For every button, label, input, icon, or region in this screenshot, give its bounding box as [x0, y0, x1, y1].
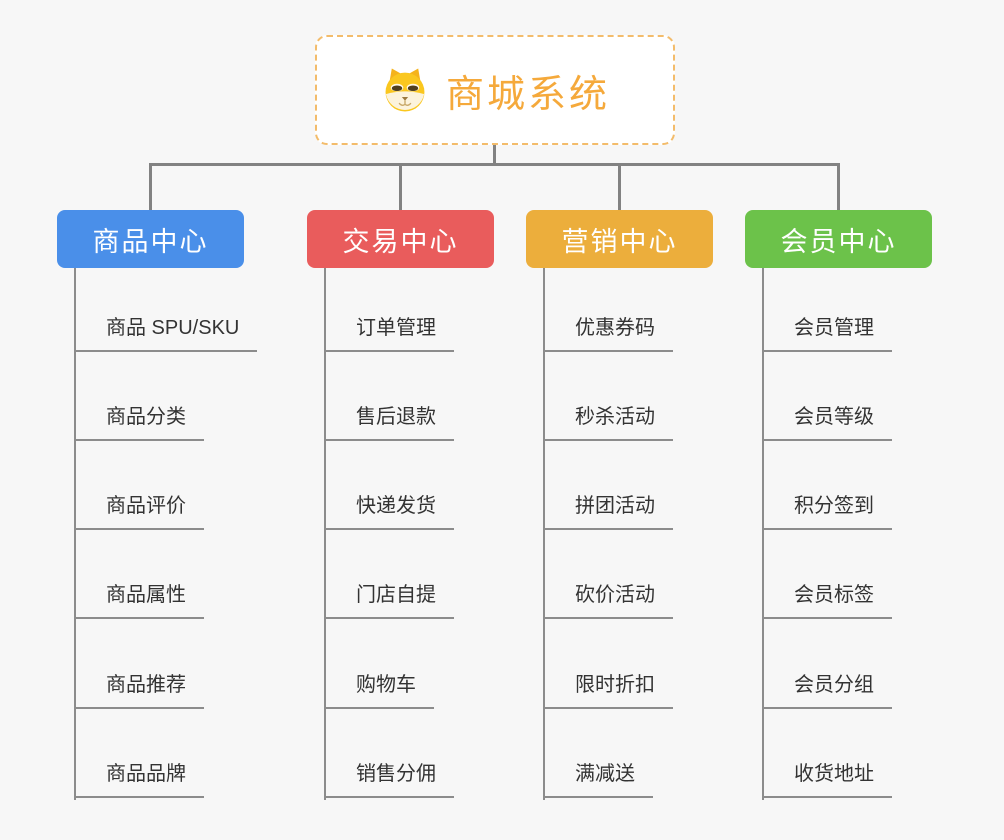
branch-header[interactable]: 交易中心 [307, 210, 494, 268]
connector-branch-drop [149, 164, 152, 210]
branch-item[interactable]: 商品推荐 [74, 671, 204, 709]
connector-branch-trunk [543, 268, 545, 800]
branch-item[interactable]: 门店自提 [324, 581, 454, 619]
branch-item[interactable]: 会员等级 [762, 403, 892, 441]
connector-branch-trunk [74, 268, 76, 800]
branch-items: 会员管理 会员等级 积分签到 会员标签 会员分组 收货地址 [745, 210, 995, 820]
connector-branch-drop [618, 164, 621, 210]
branch-item[interactable]: 会员分组 [762, 671, 892, 709]
branch-item[interactable]: 售后退款 [324, 403, 454, 441]
branch: 营销中心 优惠券码 秒杀活动 拼团活动 砍价活动 限时折扣 满减送 [526, 164, 776, 820]
branch-item[interactable]: 快递发货 [324, 492, 454, 530]
branch-item[interactable]: 收货地址 [762, 760, 892, 798]
root-node[interactable]: 商城系统 [315, 35, 675, 145]
branch-header[interactable]: 会员中心 [745, 210, 932, 268]
dog-face-icon [385, 68, 425, 112]
branch-item[interactable]: 积分签到 [762, 492, 892, 530]
branch-header[interactable]: 营销中心 [526, 210, 713, 268]
branch-item[interactable]: 销售分佣 [324, 760, 454, 798]
branch-item[interactable]: 会员标签 [762, 581, 892, 619]
branch-item[interactable]: 砍价活动 [543, 581, 673, 619]
branch-item[interactable]: 商品 SPU/SKU [74, 314, 258, 352]
root-title: 商城系统 [445, 73, 610, 116]
branch-item[interactable]: 秒杀活动 [543, 403, 673, 441]
branch-item[interactable]: 限时折扣 [543, 671, 673, 709]
connector-branch-trunk [762, 268, 764, 800]
branch-item[interactable]: 满减送 [543, 760, 653, 798]
connector-horizontal [149, 163, 840, 166]
branch: 会员中心 会员管理 会员等级 积分签到 会员标签 会员分组 收货地址 [745, 164, 995, 820]
connector-branch-drop [837, 164, 840, 210]
branch-item[interactable]: 购物车 [324, 671, 434, 709]
branch-item[interactable]: 商品评价 [74, 492, 204, 530]
connector-branch-trunk [324, 268, 326, 800]
branch-label: 商品中心 [92, 226, 209, 257]
branch-label: 会员中心 [780, 226, 897, 257]
branch-item[interactable]: 拼团活动 [543, 492, 673, 530]
branch-header[interactable]: 商品中心 [57, 210, 244, 268]
branch-items: 订单管理 售后退款 快递发货 门店自提 购物车 销售分佣 [307, 210, 557, 820]
branch-label: 营销中心 [561, 226, 678, 257]
branch-item[interactable]: 订单管理 [324, 314, 454, 352]
branch: 交易中心 订单管理 售后退款 快递发货 门店自提 购物车 销售分佣 [307, 164, 557, 820]
branch-label: 交易中心 [342, 226, 459, 257]
branch-item[interactable]: 商品分类 [74, 403, 204, 441]
branch-item[interactable]: 商品属性 [74, 581, 204, 619]
branch-items: 优惠券码 秒杀活动 拼团活动 砍价活动 限时折扣 满减送 [526, 210, 776, 820]
connector-branch-drop [399, 164, 402, 210]
branch-item[interactable]: 会员管理 [762, 314, 892, 352]
branch: 商品中心 商品 SPU/SKU 商品分类 商品评价 商品属性 商品推荐 商品品牌 [57, 164, 307, 820]
branch-item[interactable]: 商品品牌 [74, 760, 204, 798]
branch-item[interactable]: 优惠券码 [543, 314, 673, 352]
connector-root-drop [493, 145, 496, 166]
branch-items: 商品 SPU/SKU 商品分类 商品评价 商品属性 商品推荐 商品品牌 [57, 210, 307, 820]
